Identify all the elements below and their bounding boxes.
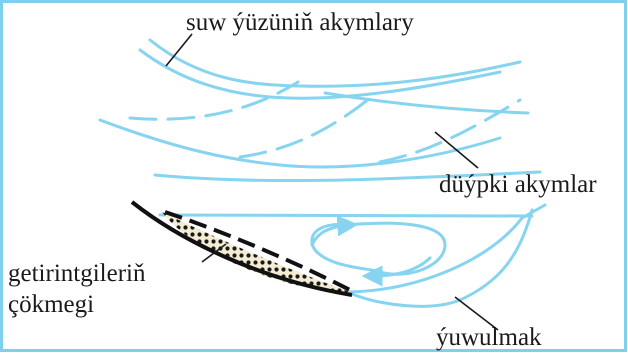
surface-current-line [140,50,500,98]
leader-surface-currents [166,34,192,66]
bottom-current-line [240,98,370,157]
eddy-arrow-head-upper [312,225,350,245]
label-deposition-line2: çökmegi [8,291,94,318]
eddy-arrow-loop [312,223,445,274]
label-surface-currents: suw ýüzüniň akymlary [186,9,414,36]
eddy-right-tail [522,205,545,218]
eddy-arrow-head-lower [370,258,430,276]
surface-current-lines [100,40,540,181]
leader-bottom-currents [435,132,478,168]
sediment-dashed-edge [165,212,350,290]
label-deposition-line1: getirintgileriň [8,260,146,287]
sediment-deposit [162,212,350,292]
label-bottom-currents: düýpki akymlar [439,171,597,198]
eddy-outer-curve [350,218,522,292]
label-erosion: ýuwulmak [436,324,542,351]
eddy-top-line [160,215,532,216]
